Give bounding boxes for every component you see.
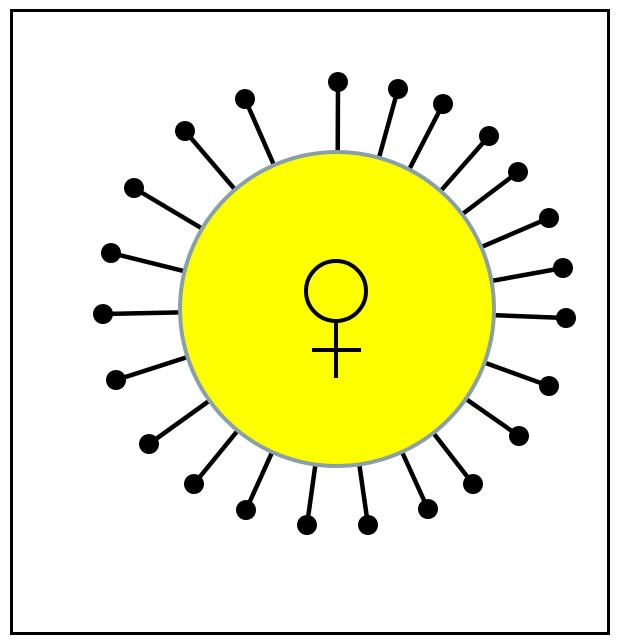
spike-knob bbox=[539, 376, 559, 396]
spike-stem bbox=[358, 458, 368, 526]
spike-stem bbox=[399, 446, 428, 510]
spike-knob bbox=[236, 500, 256, 520]
spike-stem bbox=[478, 360, 549, 386]
spike-knob bbox=[556, 308, 576, 328]
spike-knob bbox=[124, 178, 144, 198]
spike-knob bbox=[93, 304, 113, 324]
spike-knob bbox=[418, 499, 438, 519]
spike-knob bbox=[539, 208, 559, 228]
spike-knob bbox=[433, 94, 453, 114]
spike-stem bbox=[406, 104, 443, 176]
spike-stem bbox=[111, 253, 191, 273]
spike-stem bbox=[307, 458, 316, 525]
spike-stem bbox=[245, 99, 277, 172]
spike-stem bbox=[103, 312, 187, 314]
cell-body bbox=[180, 152, 494, 466]
spike-stem bbox=[429, 427, 473, 484]
spike-knob bbox=[358, 515, 378, 535]
spike-knob bbox=[509, 426, 529, 446]
spike-stem bbox=[460, 395, 519, 436]
spike-stem bbox=[246, 446, 275, 510]
spike-stem bbox=[436, 136, 489, 196]
spike-stem bbox=[116, 355, 194, 380]
spike-knob bbox=[235, 89, 255, 109]
spike-knob bbox=[175, 121, 195, 141]
spike-stem bbox=[194, 425, 242, 484]
spike-stem bbox=[485, 268, 563, 282]
spike-knob bbox=[101, 243, 121, 263]
spike-stem bbox=[487, 315, 566, 318]
spike-stem bbox=[149, 397, 215, 445]
spike-knob bbox=[184, 474, 204, 494]
spike-knob bbox=[297, 515, 317, 535]
spike-stem bbox=[475, 218, 549, 250]
spike-knob bbox=[106, 370, 126, 390]
spike-knob bbox=[463, 474, 483, 494]
spike-knob bbox=[508, 162, 528, 182]
spike-knob bbox=[388, 79, 408, 99]
spike-knob bbox=[139, 434, 159, 454]
spike-stem bbox=[377, 89, 398, 165]
spike-stem bbox=[457, 172, 518, 219]
spike-knob bbox=[328, 72, 348, 92]
spike-stem bbox=[185, 131, 240, 195]
spike-knob bbox=[479, 126, 499, 146]
spike-stem bbox=[134, 188, 208, 232]
spike-knob bbox=[553, 258, 573, 278]
